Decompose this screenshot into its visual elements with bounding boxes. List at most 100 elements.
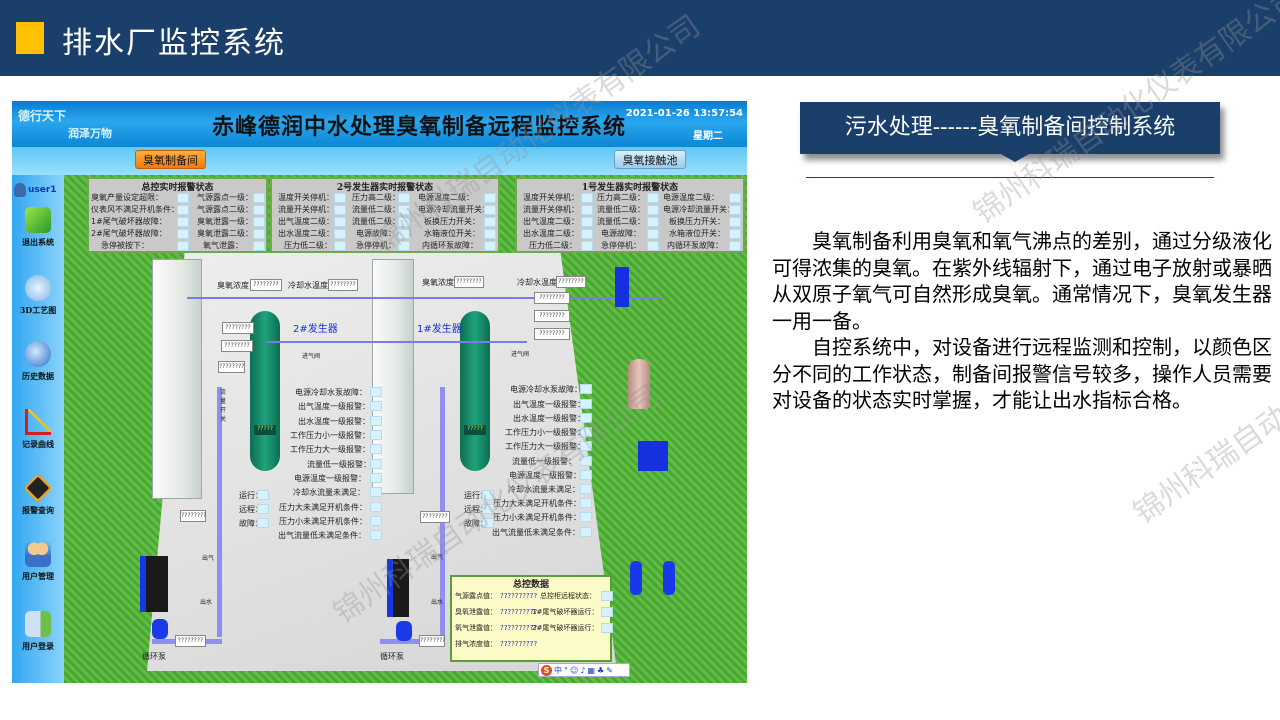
outlet-gas-label-2: 出气 [202,555,215,562]
tab-ozone-prep-room[interactable]: 臭氧制备间 [135,150,206,169]
alarm-led [253,229,265,239]
sidebar-item-3d-process[interactable]: 3D工艺图 [12,275,64,316]
outlet-gas-reading-2: ???????? [180,510,206,522]
ime-mic-icon[interactable]: ♪ [580,665,586,675]
ime-skin-icon[interactable]: ♣ [597,665,605,675]
circulation-pump-2 [152,619,168,639]
cooling-temp-label-1: 冷却水温度： [517,278,565,287]
ozone-generator-2: ????? [250,311,280,471]
alarm-item: 臭氧泄露一级： [197,217,253,226]
sidebar-item-user-management[interactable]: 用户管理 [12,541,64,582]
ozone-conc-label-2: 臭氧浓度： [217,281,257,290]
cooling-temp-value-2: ???????? [328,279,358,291]
user-login-icon [25,611,51,637]
user-name: user1 [28,185,57,195]
current-user: user1 [14,183,57,197]
alarm-led [253,205,265,215]
ozone-conc-value-1: ???????? [454,276,484,288]
ozone-generator-1: ????? [460,311,490,471]
scada-header: 德行天下 润泽万物 赤峰德润中水处理臭氧制备远程监控系统 2021-01-26 … [12,101,747,147]
cooling-pipe-2 [217,387,222,637]
gen2-reading-2: ???????? [221,340,253,352]
system-title: 赤峰德润中水处理臭氧制备远程监控系统 [212,114,627,140]
slide-title: 排水厂监控系统 [62,26,286,61]
alarm-led [253,217,265,227]
gas-line-branch [267,341,527,343]
flow-switch-label-2: 流量开关 [220,389,227,423]
panel-master-alarm: 总控实时报警状态 臭氧产量设定超限： 仪表风不满足开机条件： 1#尾气破坏器故障… [87,177,268,253]
outlet-gas-reading-1: ???????? [420,511,450,523]
gen1-label: 1#发生器 [417,324,462,335]
alarm-item: 臭氧泄露二级： [197,229,253,238]
alarm-item: 2#尾气破坏器故障： [91,229,167,238]
cooling-temp-label-2: 冷却水温度： [288,281,336,290]
sidebar-item-user-login[interactable]: 用户登录 [12,611,64,652]
title-accent-square [16,22,44,54]
sidebar-item-alarm-query[interactable]: 报警查询 [12,473,64,516]
ime-logo-icon: S [541,664,552,676]
scada-nav: 臭氧制备间 臭氧接触池 [12,147,747,175]
weekday: 星期二 [693,131,723,142]
heat-exchanger-2 [140,556,168,612]
slide-title-bar: 排水厂监控系统 [0,0,1280,76]
gen2-reading-3: ???????? [218,361,245,373]
water-tank [638,441,668,471]
alarm-led [177,217,189,227]
pump-label-2: 循环泵 [142,652,166,661]
gen2-label: 2#发生器 [293,324,338,335]
alarm-led [177,241,189,251]
motto-line-1: 德行天下 [18,109,67,123]
ozone-conc-label-1: 臭氧浓度： [422,278,462,287]
alarm-item: 臭氧产量设定超限： [91,193,163,202]
pump-pipe-1 [380,639,445,644]
tail-gas-destructor-2 [663,561,675,595]
datetime: 2021-01-26 13:57:54 [625,108,743,119]
history-data-icon [25,341,51,367]
user-avatar-icon [14,183,26,197]
heat-exchanger-1 [387,559,409,617]
alarm-query-icon [23,473,53,503]
summary-panel: 总控数据 气源露点值：?????????? 臭氧泄露值：?????????? 氧… [450,575,613,662]
cooling-temp-value-1: ???????? [556,276,586,288]
ime-punct-icon[interactable]: ° [564,665,568,675]
ime-keyboard-icon[interactable]: ▦ [587,665,596,675]
exit-icon [25,207,51,233]
outlet-gas-label-1: 出气 [431,554,444,561]
tab-ozone-contact-pool[interactable]: 臭氧接触池 [614,150,686,169]
alarm-item: 气源露点二级： [197,205,253,214]
panel-gen1-alarm: 1号发生器实时报警状态 温度开关停机： 流量开关停机： 出气温度二级： 出水温度… [515,177,745,253]
inlet-valve-label-1: 进气阀 [511,351,530,358]
alarm-item: 急停被按下： [101,241,149,250]
oxygen-tank [615,267,629,307]
alarm-item: 气源露点一级： [197,193,253,202]
gen1-reading-1: ???????? [534,292,570,304]
gen1-reading-3: ???????? [534,328,570,340]
user-management-icon [25,541,51,567]
pump-label-1: 循环泵 [380,652,404,661]
description-paragraph-2: 自控系统中，对设备进行远程监测和控制，以颜色区分不同的工作状态，制备间报警信号较… [772,335,1272,412]
ozone-conc-value-2: ???????? [250,279,282,291]
ime-mode[interactable]: 中 [554,665,562,675]
description-paragraph-1: 臭氧制备利用臭氧和氧气沸点的差别，通过分级液化可得浓集的臭氧。在紫外线辐射下，通… [772,229,1272,333]
section-banner: 污水处理------臭氧制备间控制系统 [800,102,1220,154]
alarm-led [177,229,189,239]
sidebar-item-exit[interactable]: 退出系统 [12,207,64,248]
alarm-led [177,193,189,203]
inlet-valve-label-2: 进气阀 [302,353,321,360]
alarm-item: 仪表风不满足开机条件： [91,205,179,214]
banner-notch [1001,154,1029,162]
ime-tools-icon[interactable]: ✎ [606,665,613,675]
ime-toolbar[interactable]: S 中 ° ☺ ♪ ▦ ♣ ✎ [538,663,630,677]
outlet-water-label-1: 出水 [431,599,444,606]
alarm-led [253,193,265,203]
scada-sidebar: user1 退出系统 3D工艺图 历史数据 记录曲线 报警查询 用户管理 用户 [12,175,64,683]
sidebar-item-history-data[interactable]: 历史数据 [12,341,64,382]
buffer-tank [628,359,650,409]
tail-gas-destructor-1 [630,561,642,595]
alarm-led [177,205,189,215]
alarm-item: 1#尾气破坏器故障： [91,217,167,226]
ime-emoji-icon[interactable]: ☺ [570,665,579,675]
section-divider [806,177,1214,178]
motto-line-2: 润泽万物 [68,127,112,140]
sidebar-item-trend-chart[interactable]: 记录曲线 [12,409,64,450]
